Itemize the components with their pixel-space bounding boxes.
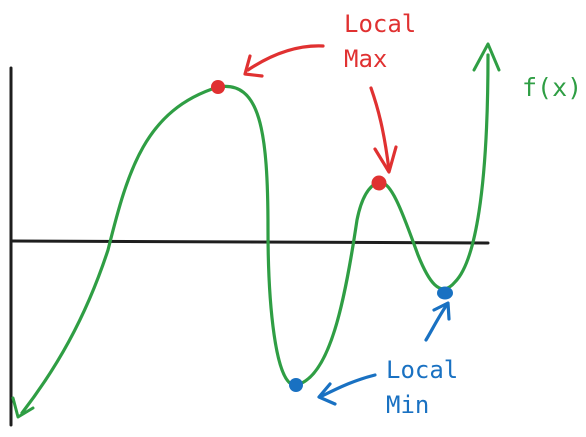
right-end-arrowhead-icon [472,42,501,72]
min-arrow-2 [424,301,451,342]
local-max-label-line2: Max [344,45,388,73]
local-min-point-1 [289,378,303,392]
x-axis [10,239,490,245]
min-arrow-1 [317,373,377,406]
arrow-icon [246,44,325,72]
local-min-point-2 [437,286,453,300]
left-end-arrowhead-icon [11,396,35,419]
arrow-icon [320,373,377,398]
local-max-point-1 [211,80,225,94]
local-max-label-line1: Local [344,10,417,38]
max-arrow-1 [243,44,325,78]
local-max-point-2 [371,175,387,191]
local-min-label-line1: Local [386,356,459,384]
local-min-label-line2: Min [386,391,430,419]
arrow-icon [424,304,448,342]
function-label: f(x) [522,73,583,102]
max-arrow-2 [369,86,398,174]
arrow-icon [369,86,391,172]
